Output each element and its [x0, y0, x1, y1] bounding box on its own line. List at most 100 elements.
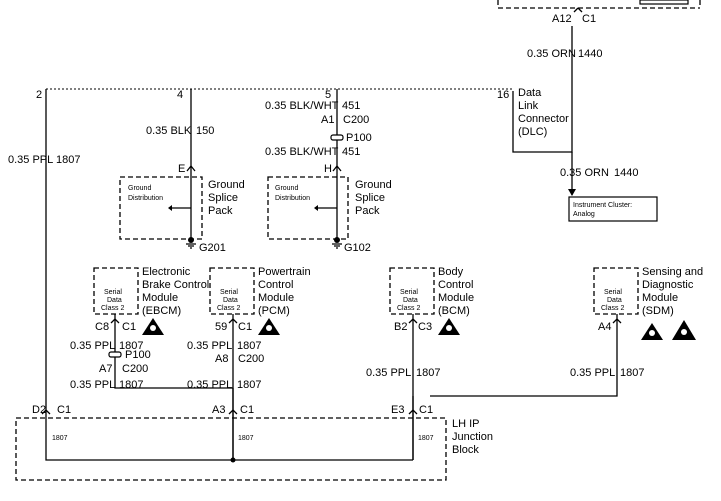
wire-orn-top-label: 0.35 ORN [527, 48, 576, 60]
g102-label: G102 [344, 242, 371, 254]
jb-circuit-1807-1: 1807 [52, 435, 68, 442]
junction-label-2: Junction [452, 431, 493, 443]
pcm-serial-1: Serial [220, 289, 238, 296]
conn-c1-ebcm-label: C1 [122, 321, 136, 333]
bcm-label-1: Body [438, 266, 464, 278]
conn-c1-top-label: C1 [582, 13, 596, 25]
ebcm-serial-3: Class 2 [101, 305, 124, 312]
esd-warning-icon [142, 318, 164, 335]
wire-orn-label: 0.35 ORN [560, 167, 609, 179]
conn-h-label: H [324, 163, 332, 175]
p100-label-1: P100 [346, 132, 372, 144]
conn-e-label: E [178, 163, 185, 175]
wire-blk-label: 0.35 BLK [146, 125, 192, 137]
splice2-label-3: Pack [355, 205, 380, 217]
sdm-label-1: Sensing and [642, 266, 703, 278]
ebcm-label-2: Brake Control [142, 279, 209, 291]
ground-dist-label-1: Ground [128, 185, 151, 192]
ground-dist-label-4: Distribution [275, 195, 310, 202]
conn-c1-a3-label: C1 [240, 404, 254, 416]
wire-ppl-ebcm-label: 0.35 PPL [70, 340, 115, 352]
sdm-serial-2: Data [607, 297, 622, 304]
bcm-label-4: (BCM) [438, 305, 470, 317]
circuit-150-label: 150 [196, 125, 214, 137]
esd-warning-icon [641, 323, 663, 340]
ground-splice-pack-g201-box [119, 176, 203, 240]
splice1-label-3: Pack [208, 205, 233, 217]
bcm-label-3: Module [438, 292, 474, 304]
ebcm-serial-1: Serial [104, 289, 122, 296]
wire-ppl-ebcm-label-2: 0.35 PPL [70, 379, 115, 391]
ebcm-label-3: Module [142, 292, 178, 304]
wire-ppl-pcm-label: 0.35 PPL [187, 340, 232, 352]
splice2-label-2: Splice [355, 192, 385, 204]
wire-blkwht-label-2: 0.35 BLK/WHT [265, 146, 339, 158]
p100-label-2: P100 [125, 349, 151, 361]
bus-pin5: 5 [325, 89, 331, 101]
top-component: A12 C1 0.35 ORN 1440 [497, 0, 701, 60]
lh-ip-junction-block [15, 417, 447, 481]
splice1-label-2: Splice [208, 192, 238, 204]
conn-a7-label: A7 [99, 363, 112, 375]
conn-c200-label-3: C200 [238, 353, 264, 365]
bus-pin16: 16 [497, 89, 509, 101]
wire-ppl-bcm-label: 0.35 PPL [366, 367, 411, 379]
pcm-serial-2: Data [223, 297, 238, 304]
conn-a1-label: A1 [321, 114, 334, 126]
circuit-1807-ebcm-label-2: 1807 [119, 379, 143, 391]
wire-ppl-pcm-label-2: 0.35 PPL [187, 379, 232, 391]
junction-label-1: LH IP [452, 418, 480, 430]
ground-dist-label-3: Ground [275, 185, 298, 192]
ebcm-label-4: (EBCM) [142, 305, 181, 317]
conn-c1-pcm-label: C1 [238, 321, 252, 333]
pin-a12-label: A12 [552, 13, 572, 25]
conn-c200-label-1: C200 [343, 114, 369, 126]
dlc-label-1: Data [518, 87, 542, 99]
pcm-label-1: Powertrain [258, 266, 311, 278]
conn-c3-label: C3 [418, 321, 432, 333]
circuit-1440-top-label: 1440 [578, 48, 602, 60]
ebcm-label-1: Electronic [142, 266, 191, 278]
conn-a3-label: A3 [212, 404, 225, 416]
pcm-label-3: Module [258, 292, 294, 304]
pcm-serial-3: Class 2 [217, 305, 240, 312]
bcm-box [389, 267, 435, 315]
sdm-label-4: (SDM) [642, 305, 674, 317]
ground-dist-label-2: Distribution [128, 195, 163, 202]
ebcm-serial-2: Data [107, 297, 122, 304]
esd-warning-icon [438, 318, 460, 335]
conn-c200-label-2: C200 [122, 363, 148, 375]
dlc-label-4: (DLC) [518, 126, 547, 138]
dlc-label-2: Link [518, 100, 539, 112]
pcm-box [209, 267, 255, 315]
bus-pin2: 2 [36, 89, 42, 101]
conn-59-label: 59 [215, 321, 227, 333]
airbag-warning-icon [672, 320, 696, 340]
jb-circuit-1807-2: 1807 [238, 435, 254, 442]
pcm-label-4: (PCM) [258, 305, 290, 317]
conn-d2-label: D2 [32, 404, 46, 416]
sdm-label-3: Module [642, 292, 678, 304]
ground-splice-pack-g102-box [267, 176, 349, 240]
conn-c8-label: C8 [95, 321, 109, 333]
dlc-label-3: Connector [518, 113, 569, 125]
bcm-serial-1: Serial [400, 289, 418, 296]
sdm-serial-1: Serial [604, 289, 622, 296]
bcm-serial-2: Data [403, 297, 418, 304]
circuit-1807-pcm-label: 1807 [237, 340, 261, 352]
conn-b2-label: B2 [394, 321, 407, 333]
conn-a4-label: A4 [598, 321, 611, 333]
wire-orn-top [512, 26, 573, 153]
wire-blkwht-label-1: 0.35 BLK/WHT [265, 100, 339, 112]
junction-label-3: Block [452, 444, 479, 456]
jb-circuit-1807-3: 1807 [418, 435, 434, 442]
splice2-label-1: Ground [355, 179, 392, 191]
wire-ppl-sdm-label: 0.35 PPL [570, 367, 615, 379]
sdm-label-2: Diagnostic [642, 279, 694, 291]
p100-splice-1 [330, 134, 344, 141]
circuit-451-label-1: 451 [342, 100, 360, 112]
g201-label: G201 [199, 242, 226, 254]
circuit-1807-ebcm-label: 1807 [119, 340, 143, 352]
conn-a8-label: A8 [215, 353, 228, 365]
